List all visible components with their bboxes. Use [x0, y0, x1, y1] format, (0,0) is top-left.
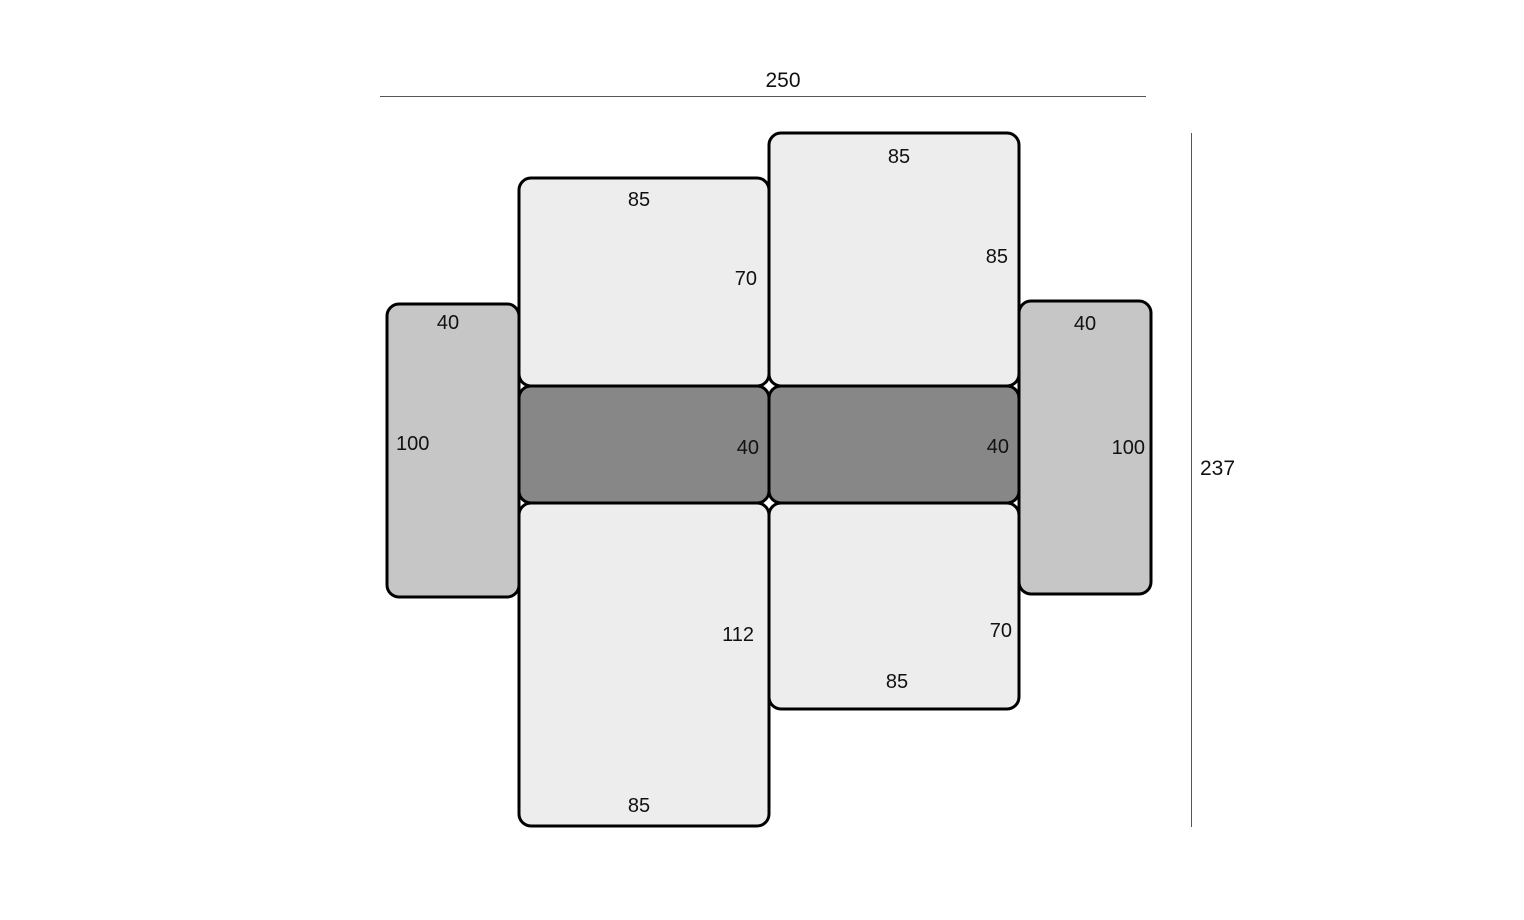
overall-height-label: 237 — [1200, 457, 1235, 480]
left-top-seat-module: 85 70 — [517, 176, 771, 388]
left-bottom-seat-module: 112 85 — [517, 501, 771, 828]
right-bottom-seat-width-label: 85 — [886, 671, 908, 693]
left-bottom-seat-shape — [517, 501, 771, 828]
left-back-depth-label: 40 — [737, 437, 759, 459]
right-bottom-seat-shape — [767, 501, 1021, 711]
overall-width-label: 250 — [765, 69, 800, 92]
left-arm-module: 40 100 — [385, 302, 521, 599]
left-top-seat-depth-label: 70 — [735, 268, 757, 290]
left-arm-depth-label: 40 — [437, 312, 459, 334]
left-top-seat-width-label: 85 — [628, 189, 650, 211]
right-top-seat-depth-label: 85 — [986, 246, 1008, 268]
left-bottom-seat-depth-label: 112 — [722, 624, 754, 646]
right-arm-length-label: 100 — [1112, 437, 1145, 459]
overall-height-dimension: 237 — [1191, 133, 1235, 827]
left-back-module: 40 — [517, 384, 771, 505]
left-back-shape — [517, 384, 771, 505]
right-arm-module: 40 100 — [1017, 299, 1153, 596]
right-arm-shape — [1017, 299, 1153, 596]
right-bottom-seat-depth-label: 70 — [990, 620, 1012, 642]
right-top-seat-shape — [767, 131, 1021, 388]
right-back-depth-label: 40 — [987, 436, 1009, 458]
right-top-seat-width-label: 85 — [888, 146, 910, 168]
left-bottom-seat-width-label: 85 — [628, 795, 650, 817]
right-bottom-seat-module: 70 85 — [767, 501, 1021, 711]
right-top-seat-module: 85 85 — [767, 131, 1021, 388]
left-arm-length-label: 100 — [396, 433, 429, 455]
right-arm-depth-label: 40 — [1074, 313, 1096, 335]
right-back-module: 40 — [767, 384, 1021, 505]
overall-width-dimension: 250 — [380, 69, 1146, 97]
right-back-shape — [767, 384, 1021, 505]
